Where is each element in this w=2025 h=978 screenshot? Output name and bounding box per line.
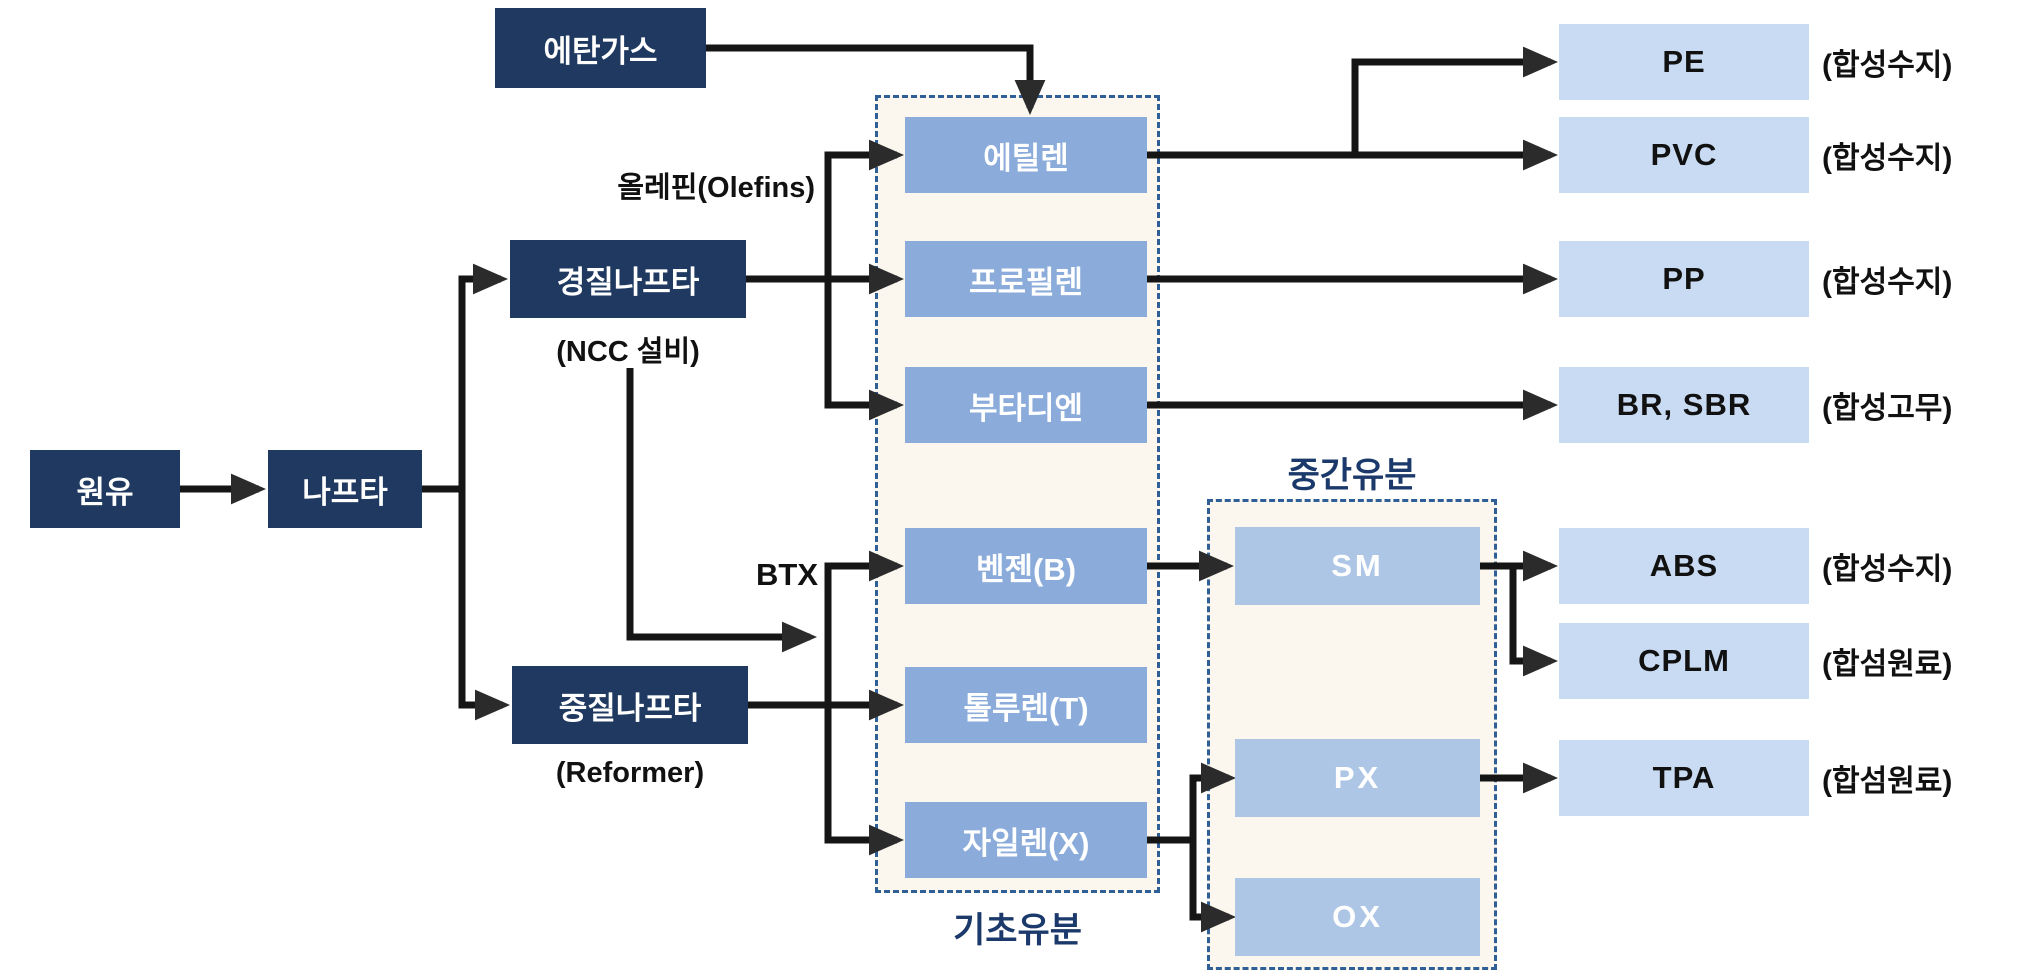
node-ethane-gas: 에탄가스 xyxy=(495,8,706,88)
basic-fractions-group-box xyxy=(875,95,1160,893)
node-xylene: 자일렌(X) xyxy=(905,802,1147,878)
node-sm: SM xyxy=(1235,527,1480,605)
node-benzene: 벤젠(B) xyxy=(905,528,1147,604)
node-product-cplm: CPLM xyxy=(1559,623,1809,699)
label-basic-fractions-group: 기초유분 xyxy=(953,910,1082,950)
label-category-abs: (합성수지) xyxy=(1822,553,1953,586)
label-category-cplm: (합섬원료) xyxy=(1822,648,1953,681)
label-category-br-sbr: (합성고무) xyxy=(1822,392,1953,425)
node-propylene: 프로필렌 xyxy=(905,241,1147,317)
node-ox: OX xyxy=(1235,878,1480,956)
node-crude-oil: 원유 xyxy=(30,450,180,528)
label-category-pp: (합성수지) xyxy=(1822,266,1953,299)
node-px: PX xyxy=(1235,739,1480,817)
label-category-pvc: (합성수지) xyxy=(1822,142,1953,175)
node-light-naphtha: 경질나프타 xyxy=(510,240,746,318)
label-category-pe: (합성수지) xyxy=(1822,49,1953,82)
node-product-pvc: PVC xyxy=(1559,117,1809,193)
label-olefins: 올레핀(Olefins) xyxy=(617,172,815,204)
node-ethylene: 에틸렌 xyxy=(905,117,1147,193)
node-product-br-sbr: BR, SBR xyxy=(1559,367,1809,443)
node-product-pe: PE xyxy=(1559,24,1809,100)
node-product-abs: ABS xyxy=(1559,528,1809,604)
node-heavy-naphtha: 중질나프타 xyxy=(512,666,748,744)
node-butadiene: 부타디엔 xyxy=(905,367,1147,443)
node-naphtha: 나프타 xyxy=(268,450,422,528)
node-product-tpa: TPA xyxy=(1559,740,1809,816)
node-product-pp: PP xyxy=(1559,241,1809,317)
label-intermediate-fractions-group: 중간유분 xyxy=(1287,455,1417,495)
label-category-tpa: (합섬원료) xyxy=(1822,765,1953,798)
node-toluene: 톨루렌(T) xyxy=(905,667,1147,743)
label-btx: BTX xyxy=(756,557,818,592)
label-reformer-facility: (Reformer) xyxy=(555,756,705,789)
label-ncc-facility: (NCC 설비) xyxy=(556,336,700,368)
